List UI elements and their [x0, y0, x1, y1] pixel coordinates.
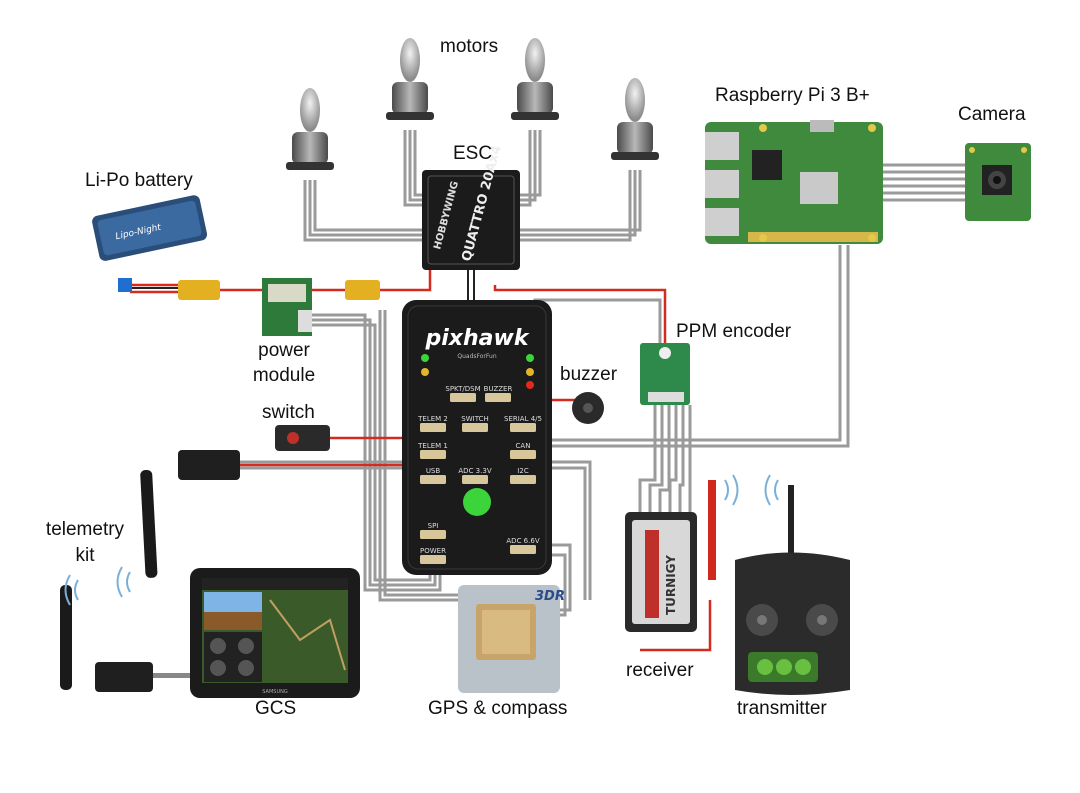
motor — [386, 38, 434, 120]
pixhawk-ports: SPKT/DSM BUZZER TELEM 2 SWITCH SERIAL 4/5TEL… — [417, 385, 542, 564]
telemetry-radio-air — [140, 450, 240, 578]
label-transmitter: transmitter — [737, 698, 827, 719]
pixhawk-brand-text: pixhawk — [425, 326, 530, 351]
label-telemetry-line2: kit — [75, 545, 95, 566]
status-led — [526, 381, 534, 389]
signal-waves — [64, 474, 779, 606]
port-connector — [510, 450, 536, 459]
port-connector — [510, 423, 536, 432]
label-power-module: power module — [242, 338, 326, 388]
label-telemetry-line1: telemetry — [45, 519, 125, 540]
port-label: I2C — [517, 467, 529, 475]
gcs-tablet: SAMSUNG — [190, 568, 360, 698]
status-led — [526, 368, 534, 376]
power-wires — [130, 270, 712, 652]
black-wires — [130, 268, 475, 300]
label-ppm-encoder: PPM encoder — [676, 321, 792, 342]
label-camera: Camera — [958, 104, 1026, 125]
lipo-battery: Lipo-Night — [92, 195, 208, 261]
receiver-brand-text: TURNIGY — [664, 555, 678, 615]
port-label: SPKT/DSM — [445, 385, 480, 393]
pixhawk-flight-controller: pixhawk QuadsForFun SPKT/DSM BUZZER TELEM … — [402, 300, 552, 575]
port-label: ADC 6.6V — [506, 537, 539, 545]
port-connector — [450, 393, 476, 402]
port-connector — [420, 555, 446, 564]
label-lipo-battery: Li-Po battery — [85, 170, 193, 191]
port-connector — [420, 530, 446, 539]
buzzer — [572, 392, 604, 424]
signal-wires — [240, 130, 965, 617]
label-esc: ESC — [453, 143, 493, 164]
port-label: CAN — [516, 442, 531, 450]
battery-connector — [118, 278, 132, 292]
label-receiver: receiver — [626, 660, 694, 681]
gps-compass-module: 3DR — [458, 585, 565, 693]
port-connector — [485, 393, 511, 402]
port-label: USB — [426, 467, 441, 475]
label-telemetry-kit: telemetry kit — [40, 517, 130, 569]
label-power-module-line2: module — [252, 365, 316, 386]
status-led — [421, 354, 429, 362]
port-label: SPI — [428, 522, 439, 530]
label-motors: motors — [440, 36, 499, 57]
raspberry-pi — [705, 120, 883, 244]
label-raspberry-pi: Raspberry Pi 3 B+ — [715, 85, 870, 106]
motor — [511, 38, 559, 120]
safety-button — [463, 488, 491, 516]
gps-brand-text: 3DR — [535, 589, 565, 604]
motor — [611, 78, 659, 160]
port-label: TELEM 2 — [417, 415, 448, 423]
gcs-brand-text: SAMSUNG — [262, 689, 288, 695]
label-gps-compass: GPS & compass — [428, 698, 568, 719]
port-connector — [510, 545, 536, 554]
receiver: TURNIGY — [625, 480, 716, 632]
port-connector — [462, 423, 488, 432]
ppm-encoder — [640, 343, 690, 405]
transmitter — [735, 485, 850, 695]
port-label: TELEM 1 — [417, 442, 448, 450]
label-power-module-line1: power — [258, 340, 310, 361]
label-buzzer: buzzer — [560, 364, 618, 385]
port-label: SWITCH — [461, 415, 488, 423]
port-connector — [420, 475, 446, 484]
xt60-connector — [345, 280, 380, 300]
status-led — [526, 354, 534, 362]
port-label: BUZZER — [484, 385, 513, 393]
power-module — [262, 278, 312, 336]
status-led — [421, 368, 429, 376]
label-gcs: GCS — [255, 698, 297, 719]
telemetry-radio-ground — [60, 585, 193, 692]
xt60-connector — [178, 280, 220, 300]
pixhawk-sub-text: QuadsForFun — [457, 353, 496, 360]
port-connector — [420, 450, 446, 459]
camera-module — [965, 143, 1031, 221]
port-connector — [420, 423, 446, 432]
port-label: SERIAL 4/5 — [504, 415, 542, 423]
port-connector — [462, 475, 488, 484]
port-label: POWER — [420, 547, 446, 555]
motor — [286, 88, 334, 170]
port-connector — [510, 475, 536, 484]
safety-switch — [275, 425, 330, 451]
label-switch: switch — [262, 402, 315, 423]
port-label: ADC 3.3V — [458, 467, 491, 475]
